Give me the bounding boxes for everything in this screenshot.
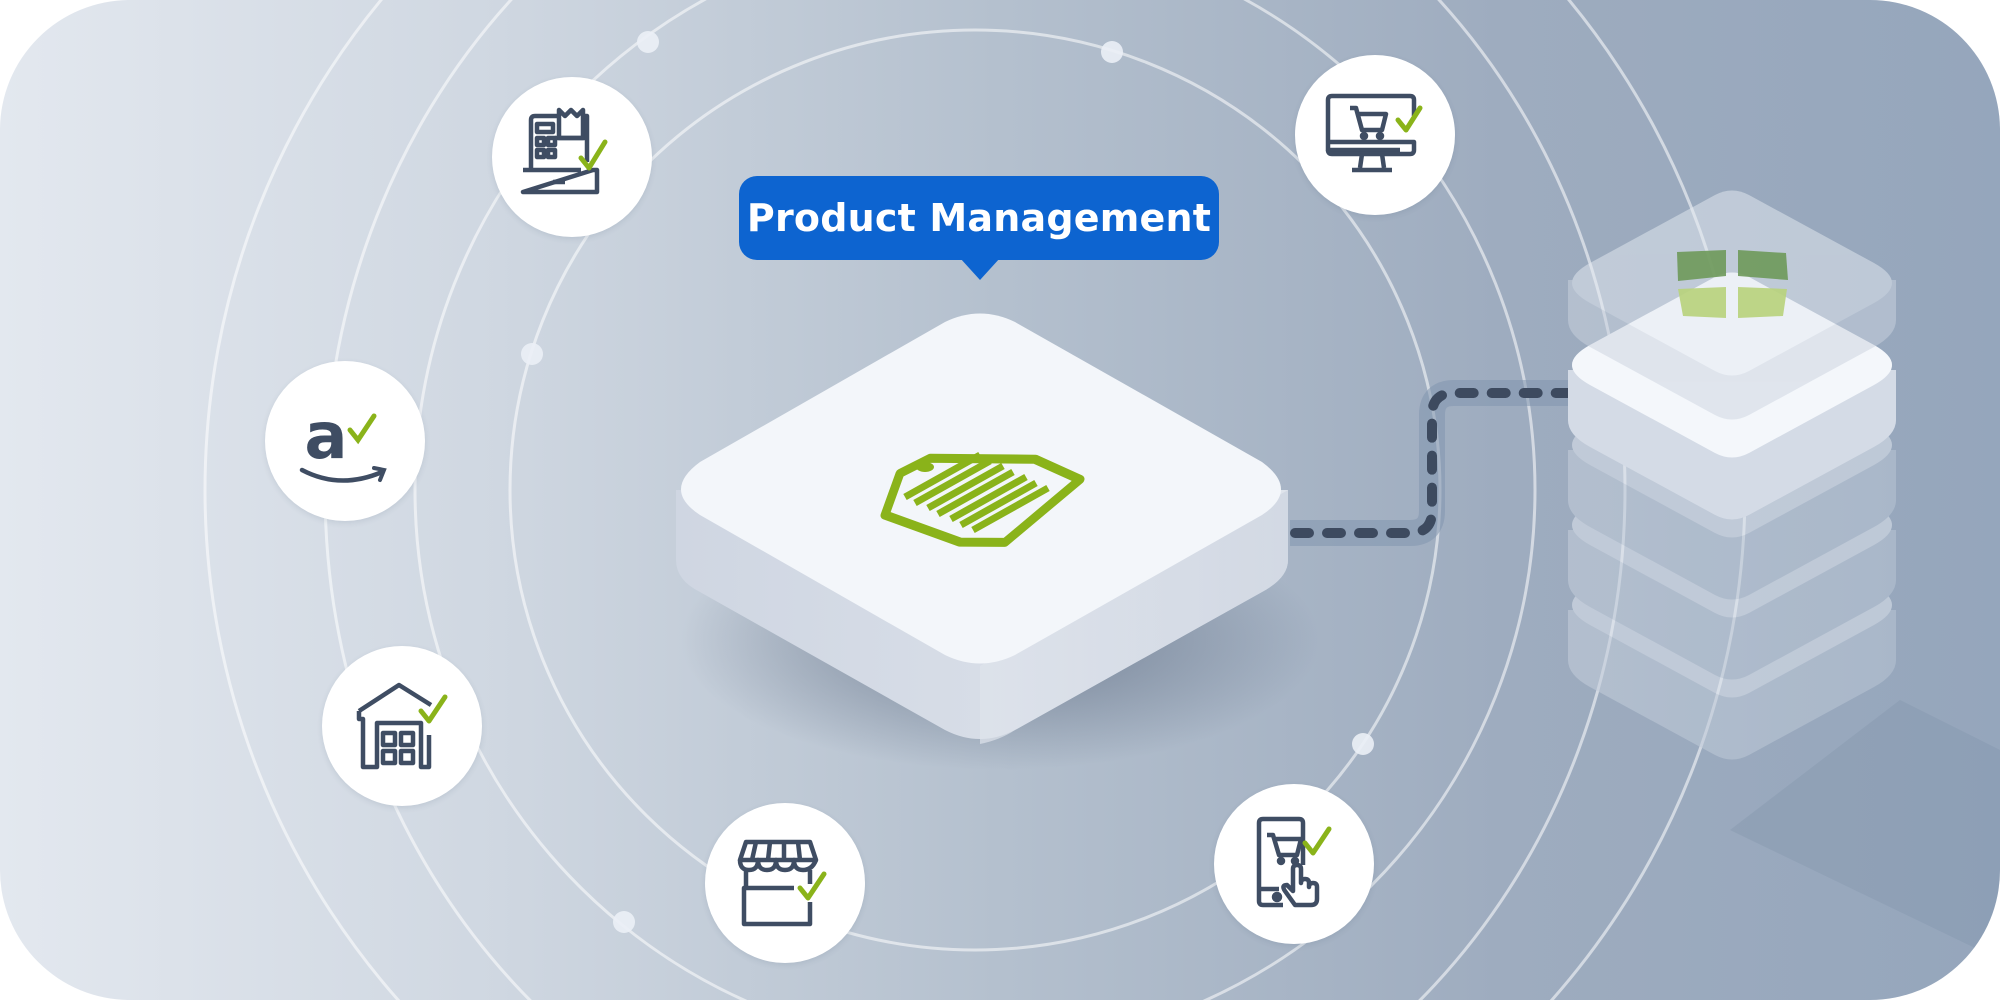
channel-market-stall-node[interactable] xyxy=(705,803,865,963)
orbit-dot xyxy=(1352,733,1374,755)
check-icon xyxy=(1395,105,1423,133)
desktop-cart-icon xyxy=(1325,93,1423,173)
channel-warehouse-node[interactable] xyxy=(322,646,482,806)
orbit-dot xyxy=(521,343,543,365)
orbit-dot xyxy=(637,31,659,53)
warehouse-icon xyxy=(356,682,448,770)
check-icon xyxy=(578,139,608,171)
check-icon xyxy=(1302,826,1332,856)
channel-mobile-shop-node[interactable] xyxy=(1214,784,1374,944)
orbit-dot xyxy=(613,911,635,933)
svg-text:a: a xyxy=(304,400,347,474)
orbit-dot xyxy=(1101,41,1123,63)
cash-register-icon xyxy=(520,107,608,195)
callout-tail xyxy=(960,258,1000,280)
check-icon xyxy=(797,871,827,901)
channel-amazon-node[interactable]: a xyxy=(265,361,425,521)
mobile-cart-icon xyxy=(1256,816,1332,908)
product-management-callout: Product Management xyxy=(739,176,1219,260)
check-icon xyxy=(418,694,448,724)
callout-label: Product Management xyxy=(746,196,1212,240)
channel-webshop-node[interactable] xyxy=(1295,55,1455,215)
storefront-icon xyxy=(737,839,827,927)
check-icon xyxy=(347,413,377,445)
channel-pos-node[interactable] xyxy=(492,77,652,237)
amazon-logo-icon: a xyxy=(299,400,387,483)
